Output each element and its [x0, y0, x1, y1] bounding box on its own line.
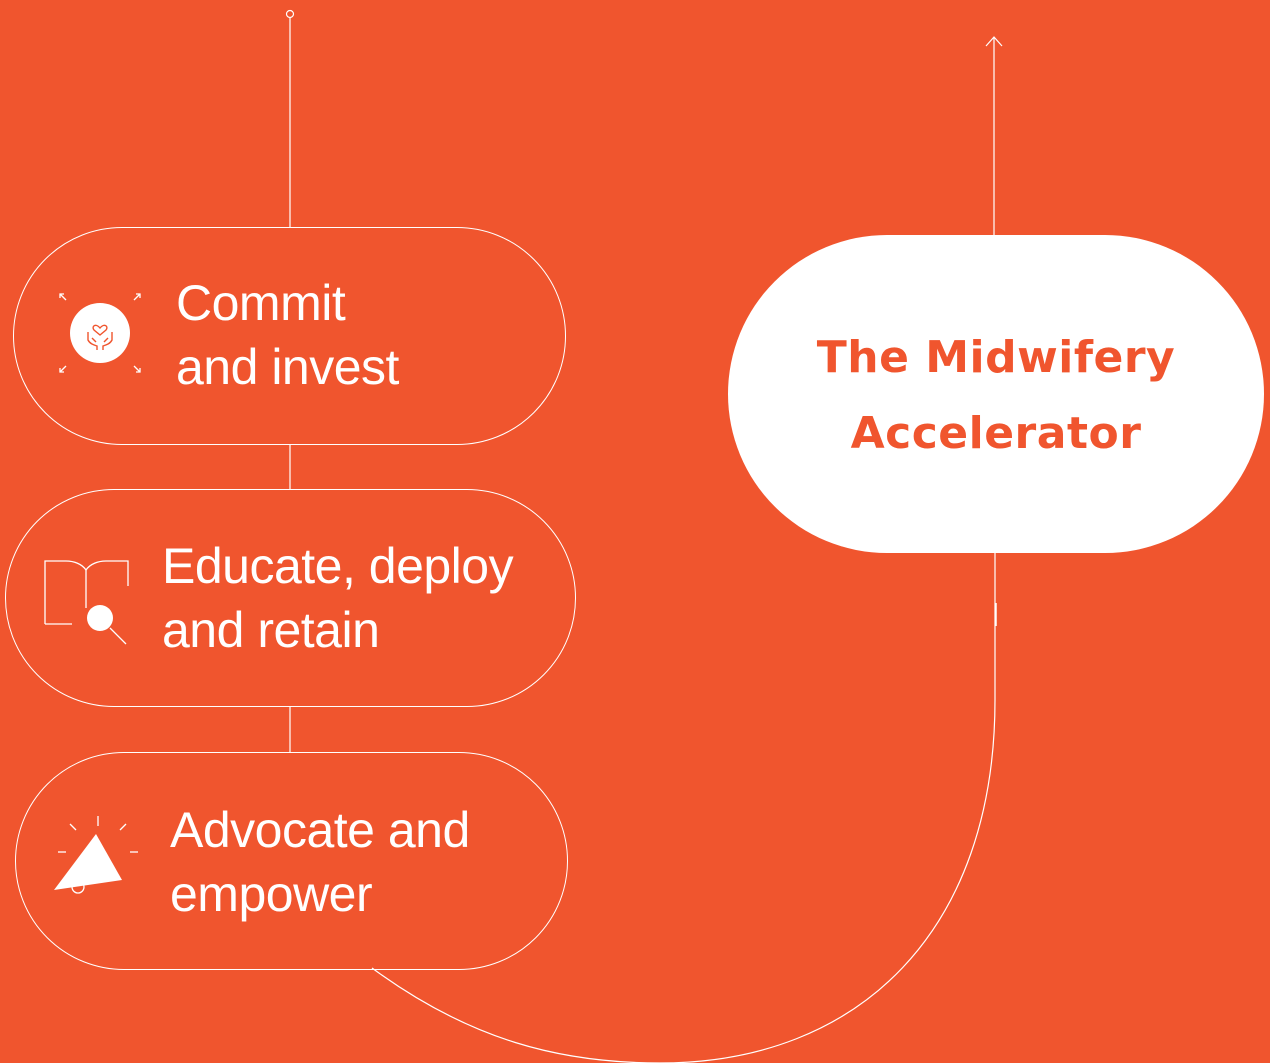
step-advocate-line1: Advocate and	[170, 802, 470, 858]
accelerator-title-line1: The Midwifery	[816, 332, 1176, 383]
step-commit-line2: and invest	[176, 339, 399, 395]
megaphone-icon	[52, 812, 144, 904]
accelerator-pill: The Midwifery Accelerator	[728, 235, 1264, 553]
loop-curve-line	[371, 553, 996, 1063]
accelerator-title: The Midwifery Accelerator	[817, 320, 1175, 472]
step-commit-pill	[13, 227, 566, 445]
step-commit-label: Commit and invest	[176, 271, 399, 399]
step-commit-line1: Commit	[176, 275, 346, 331]
step-advocate-pill	[15, 752, 568, 970]
top-connector-node	[285, 9, 295, 19]
arrow-up-head	[985, 36, 1003, 47]
hands-heart-icon	[54, 288, 146, 380]
step-advocate-line2: empower	[170, 866, 373, 922]
accelerator-title-line2: Accelerator	[850, 408, 1142, 459]
book-magnifier-icon	[40, 556, 132, 648]
step-advocate-label: Advocate and empower	[170, 798, 470, 926]
step-educate-label: Educate, deploy and retain	[162, 534, 514, 662]
step-educate-pill	[5, 489, 576, 707]
step-educate-line1: Educate, deploy	[162, 538, 514, 594]
step-educate-line2: and retain	[162, 602, 380, 658]
